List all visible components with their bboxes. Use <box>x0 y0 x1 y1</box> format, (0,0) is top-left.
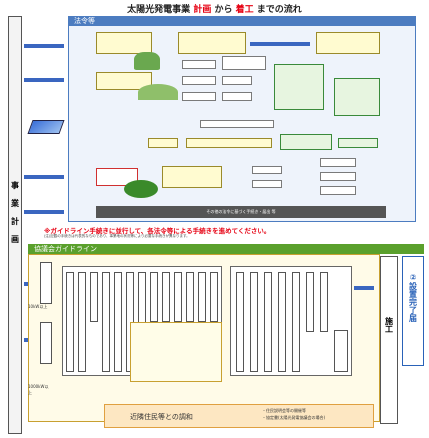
law-box <box>96 72 152 90</box>
guide-column <box>250 272 258 372</box>
law-box <box>316 32 380 54</box>
konwa-note: ・住民説明会等の開催等 <box>262 408 306 413</box>
arrow <box>24 210 64 214</box>
guide-column <box>66 272 74 372</box>
guideline-header: 協議会ガイドライン <box>28 244 424 254</box>
law-box <box>274 64 324 110</box>
law-box <box>96 168 138 186</box>
guide-label <box>40 262 52 304</box>
guide-column <box>174 272 182 322</box>
arrow <box>250 42 310 46</box>
law-box <box>182 60 216 69</box>
guide-column <box>236 272 244 372</box>
guide-column <box>334 330 348 372</box>
construction-box: 施工 <box>380 256 398 424</box>
guide-subbox <box>130 322 222 382</box>
completion-notice-box: ②設置完了届 <box>402 256 424 366</box>
law-box <box>182 92 216 101</box>
law-box <box>252 166 282 174</box>
law-box <box>178 32 246 54</box>
law-box <box>200 120 274 128</box>
arrow <box>24 44 64 48</box>
forest-icon <box>134 52 160 70</box>
guide-column <box>90 272 98 322</box>
guide-column <box>114 272 122 372</box>
neighbor-harmony-box <box>104 404 374 428</box>
size-label-small: 10kW以上 <box>28 304 48 309</box>
law-box <box>96 32 152 54</box>
guide-column <box>186 272 194 322</box>
law-box <box>320 172 356 181</box>
guide-column <box>78 272 86 372</box>
hill-icon <box>138 84 178 100</box>
law-box <box>252 180 282 188</box>
law-box <box>222 92 252 101</box>
neighbor-harmony-label: 近隣住民等との調和 <box>130 413 193 421</box>
law-box <box>148 138 178 148</box>
law-box <box>222 56 266 70</box>
law-box <box>186 138 272 148</box>
arrow <box>24 175 64 179</box>
law-box <box>320 158 356 167</box>
page-title: 太陽光発電事業 計画 から 着工 までの流れ <box>127 5 302 15</box>
guideline-note-small: (注)記載の手続きは代表的なものであり、事業地の状況等により必要な手続きが異なり… <box>44 234 190 238</box>
arrow <box>354 286 374 290</box>
guide-column <box>306 272 314 332</box>
law-box <box>222 76 252 85</box>
size-label-large: 1000kW以上 <box>28 384 49 395</box>
guide-column <box>102 272 110 372</box>
arrow <box>24 78 64 82</box>
guide-label <box>40 322 52 364</box>
konwa-note: ・協定書(太陽光発電協議会の場合) <box>262 415 326 420</box>
law-box <box>182 76 216 85</box>
guide-column <box>292 272 300 372</box>
guide-column <box>162 272 170 322</box>
law-box <box>334 78 380 116</box>
law-box <box>320 186 356 195</box>
guide-column <box>210 272 218 322</box>
tree-icon <box>124 180 158 198</box>
law-box <box>338 138 378 148</box>
guide-column <box>150 272 158 322</box>
law-box <box>162 166 222 188</box>
law-box <box>280 134 332 150</box>
guideline-note: ※ガイドライン手続きに並行して、各法令等による手続きを進めてください。 <box>44 227 271 235</box>
guide-column <box>198 272 206 322</box>
law-section-header: 法令等 <box>68 16 416 26</box>
solar-panel-icon <box>27 120 65 134</box>
project-plan-bar: 事 業 計 画 <box>8 16 22 434</box>
guide-column <box>320 272 328 332</box>
other-law-bar: その他の法令に基づく手続き・届出 等 <box>96 206 386 218</box>
guide-column <box>278 272 286 372</box>
guide-column <box>264 272 272 372</box>
